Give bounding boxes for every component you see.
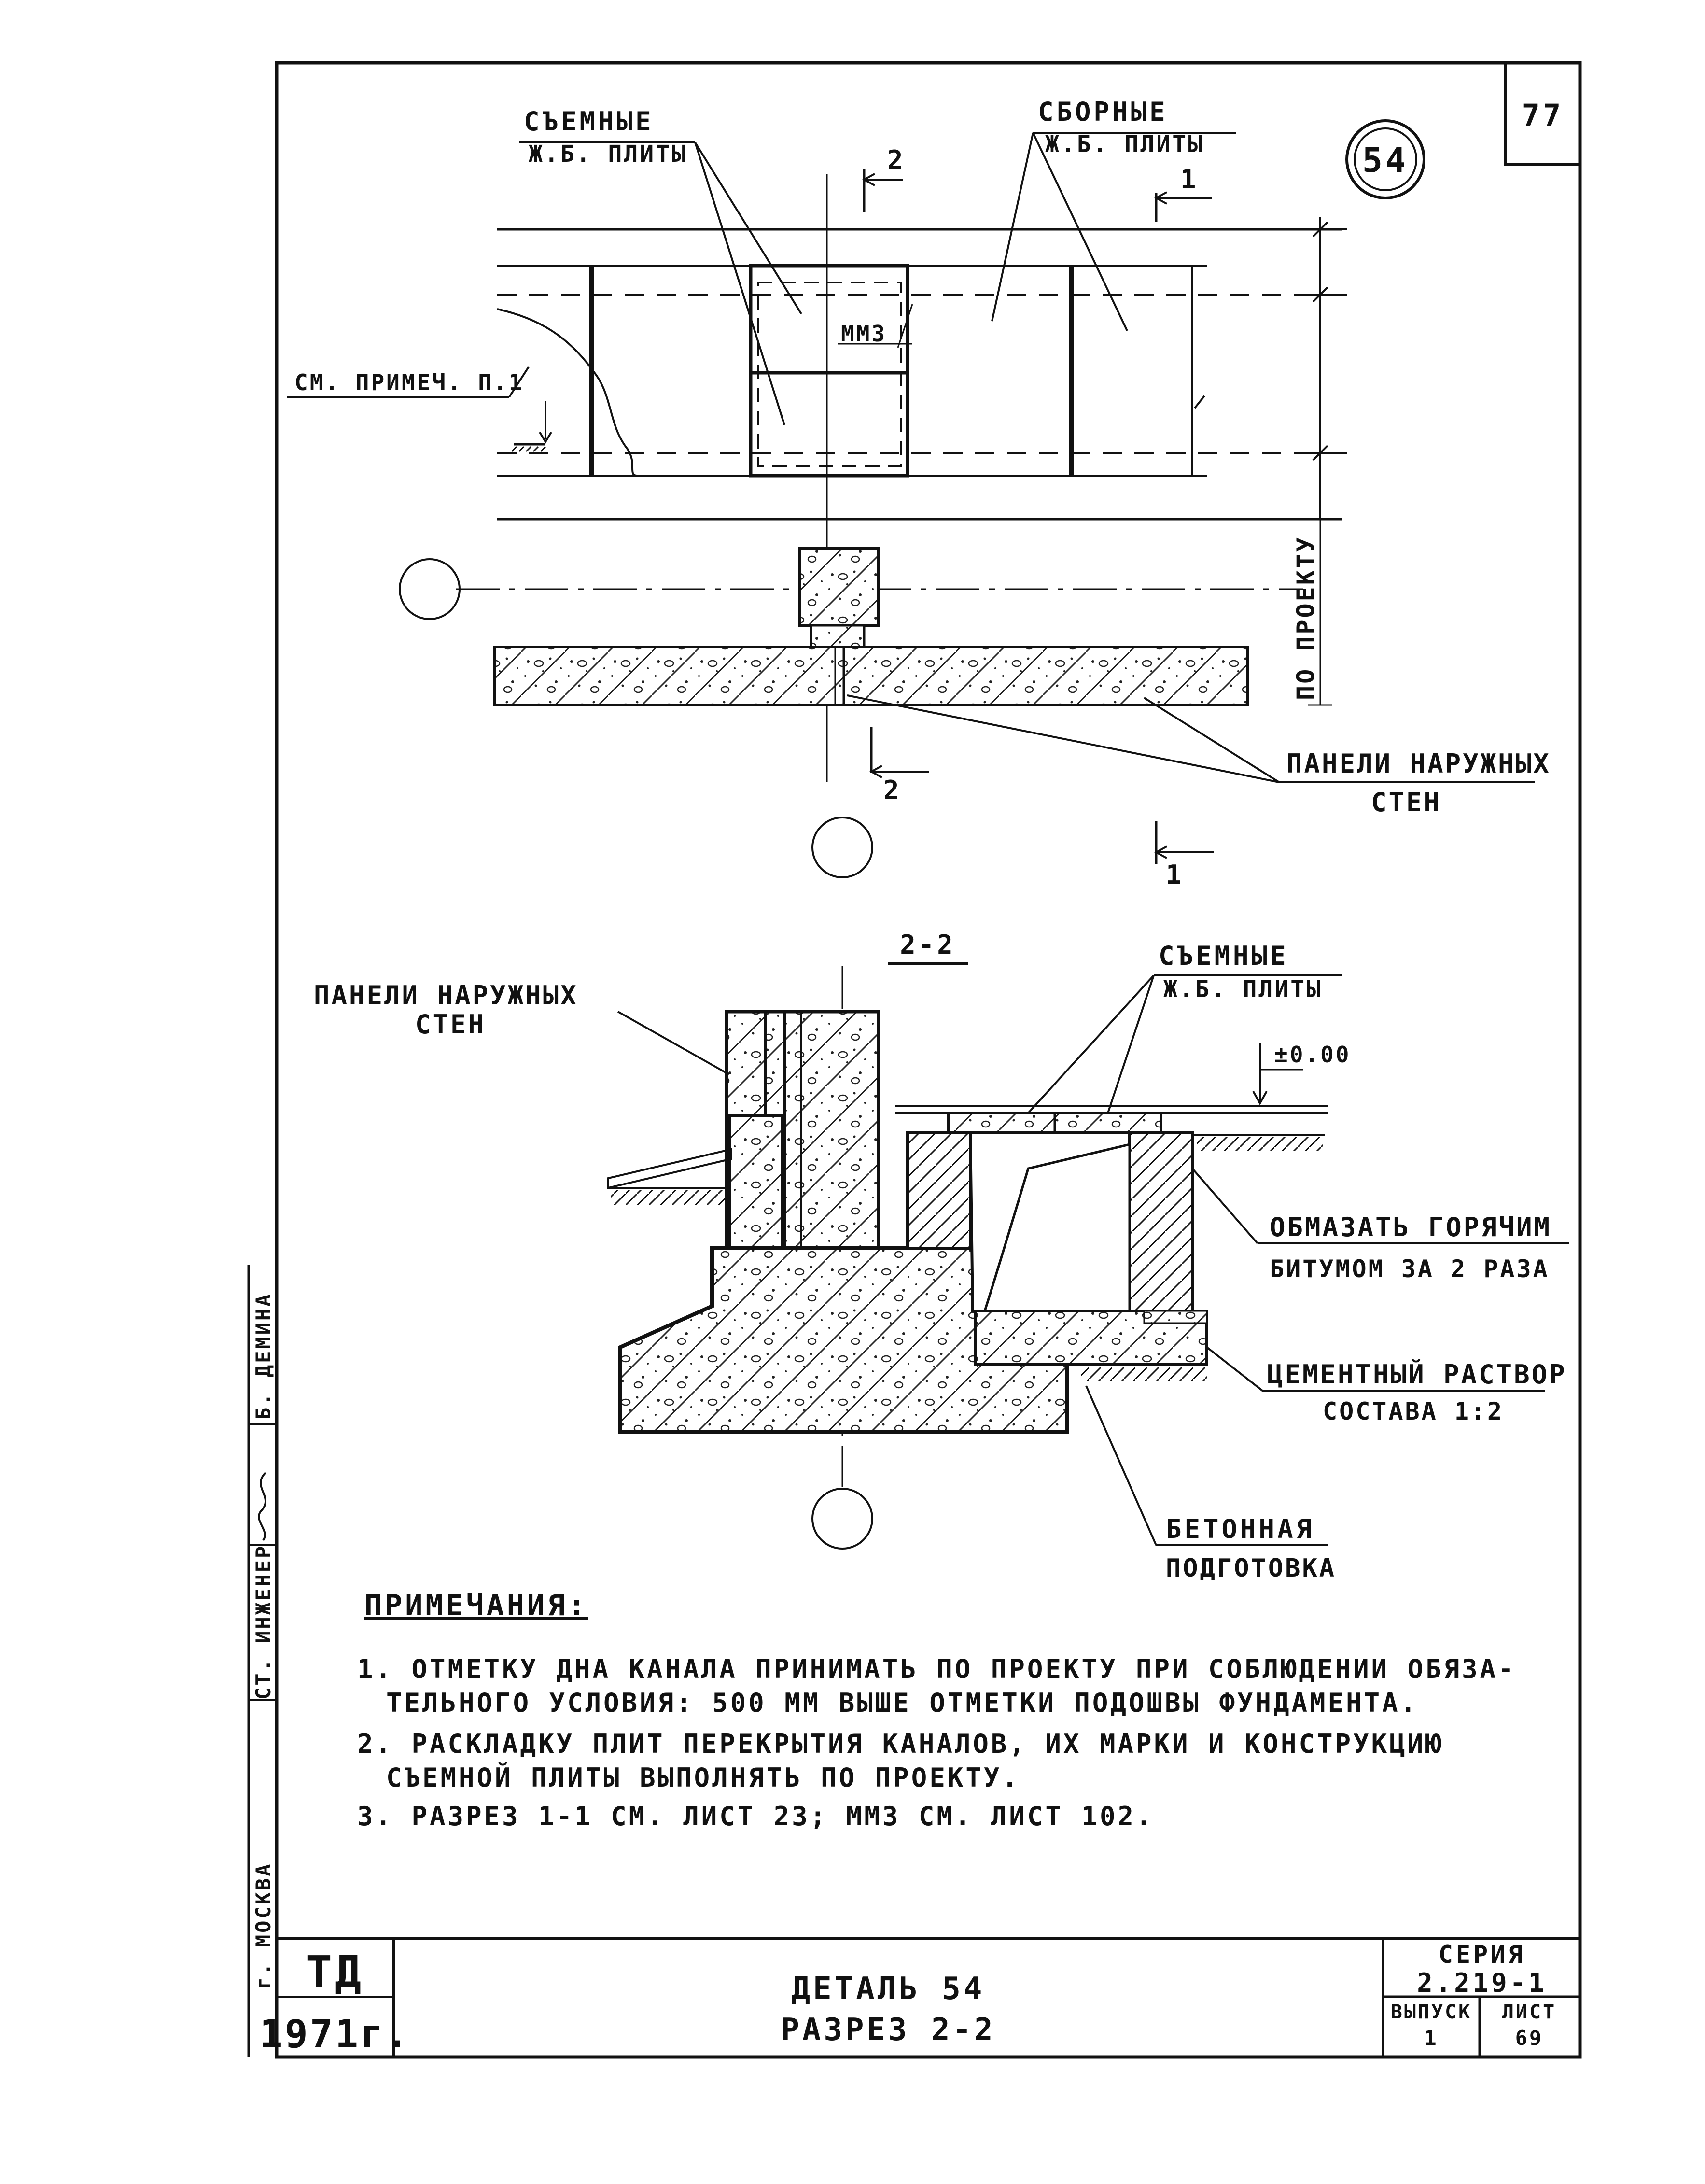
frame — [275, 61, 1582, 2059]
section-removable-label-2: Ж.Б. ПЛИТЫ — [1163, 976, 1322, 1003]
section-level-label: ±0.00 — [1274, 1042, 1351, 1068]
plan-view — [287, 132, 1535, 878]
notes-heading: ПРИМЕЧАНИЯ: — [364, 1589, 588, 1622]
section-mortar-label-2: СОСТАВА 1:2 — [1323, 1397, 1504, 1425]
note-line-1: 1. ОТМЕТКУ ДНА КАНАЛА ПРИНИМАТЬ ПО ПРОЕК… — [357, 1654, 1516, 1684]
section-concrete-label-2: ПОДГОТОВКА — [1166, 1554, 1336, 1583]
margin-name: Б. ДЕМИНА — [252, 1292, 275, 1420]
note-line-3: 2. РАСКЛАДКУ ПЛИТ ПЕРЕКРЫТИЯ КАНАЛОВ, ИХ… — [357, 1729, 1444, 1759]
plan-section-mark-2-bottom: 2 — [883, 775, 902, 805]
plan-note-ref-label: СМ. ПРИМЕЧ. П.1 — [294, 369, 524, 395]
plan-section-mark-1-bottom: 1 — [1166, 860, 1185, 890]
note-line-2: ТЕЛЬНОГО УСЛОВИЯ: 500 ММ ВЫШЕ ОТМЕТКИ ПО… — [386, 1688, 1418, 1718]
margin-role: СТ. ИНЖЕНЕР — [252, 1544, 275, 1700]
section-view — [607, 962, 1569, 1550]
margin-city: г. МОСКВА — [252, 1862, 275, 1989]
note-line-5: 3. РАЗРЕЗ 1-1 СМ. ЛИСТ 23; ММЗ СМ. ЛИСТ … — [357, 1801, 1154, 1832]
note-line-4: СЪЕМНОЙ ПЛИТЫ ВЫПОЛНЯТЬ ПО ПРОЕКТУ. — [386, 1762, 1020, 1793]
section-panels-label-2: СТЕН — [415, 1009, 486, 1040]
plan-panels-label-2: СТЕН — [1371, 787, 1441, 817]
title-org: ТД — [306, 1947, 364, 1998]
plan-section-mark-1-top: 1 — [1180, 164, 1199, 195]
issue-value: 1 — [1424, 2026, 1438, 2050]
corner-number: 77 — [1522, 98, 1564, 133]
series-value: 2.219-1 — [1417, 1968, 1547, 1998]
section-panels-label-1: ПАНЕЛИ НАРУЖНЫХ — [314, 980, 578, 1011]
plan-precast-label-1: СБОРНЫЕ — [1038, 97, 1168, 127]
plan-precast-label-2: Ж.Б. ПЛИТЫ — [1045, 131, 1204, 158]
plan-vertical-label: ПО ПРОЕКТУ — [1292, 535, 1320, 700]
issue-label: ВЫПУСК — [1391, 2001, 1472, 2023]
series-label: СЕРИЯ — [1439, 1941, 1526, 1969]
detail-number: 54 — [1362, 141, 1409, 180]
section-title: 2-2 — [900, 930, 956, 960]
title-line-2: РАЗРЕЗ 2-2 — [781, 2012, 995, 2048]
section-concrete-label-1: БЕТОННАЯ — [1166, 1514, 1314, 1544]
detail-number-circle — [1345, 119, 1425, 199]
plan-removable-label-2: Ж.Б. ПЛИТЫ — [529, 141, 687, 168]
title-line-1: ДЕТАЛЬ 54 — [792, 1971, 985, 2007]
title-block — [277, 1937, 1580, 2057]
plan-section-mark-2-top: 2 — [887, 145, 906, 175]
section-mortar-label-1: ЦЕМЕНТНЫЙ РАСТВОР — [1267, 1359, 1567, 1390]
plan-panels-label-1: ПАНЕЛИ НАРУЖНЫХ — [1286, 748, 1551, 779]
plan-mmz-label: ММЗ — [841, 321, 887, 347]
section-bitumen-label-1: ОБМАЗАТЬ ГОРЯЧИМ — [1270, 1212, 1551, 1242]
sheet-label: ЛИСТ — [1502, 2001, 1556, 2023]
section-removable-label-1: СЪЕМНЫЕ — [1159, 941, 1289, 971]
title-year: 1971г. — [260, 2012, 411, 2057]
sheet-value: 69 — [1515, 2026, 1544, 2050]
margin-stamp — [247, 1265, 277, 2057]
plan-removable-label-1: СЪЕМНЫЕ — [524, 106, 654, 137]
section-bitumen-label-2: БИТУМОМ ЗА 2 РАЗА — [1270, 1255, 1550, 1283]
